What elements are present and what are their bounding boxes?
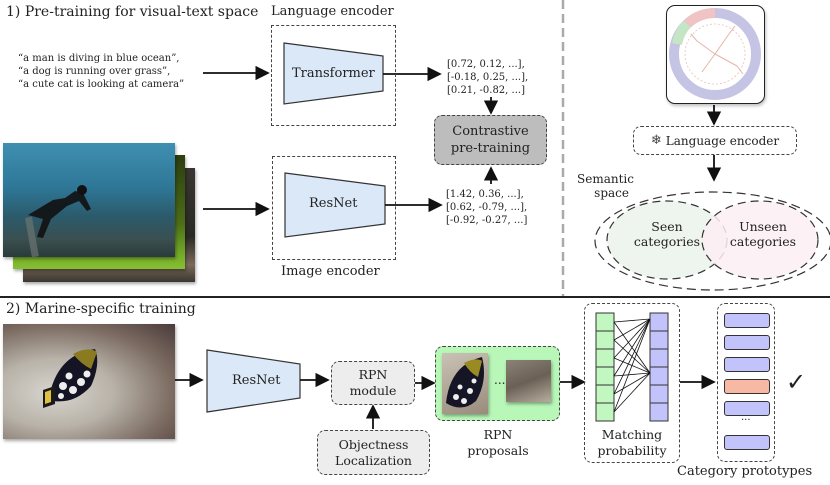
embedding-row: [0.21, -0.82, ...] (447, 85, 525, 96)
seen-label-line: categories (633, 234, 701, 249)
triggerfish-icon (43, 349, 98, 408)
prototype-matched (724, 379, 770, 394)
prototype-item (724, 313, 770, 328)
caption-item: “a cute cat is looking at camera” (18, 79, 185, 90)
rpn-proposals-label-line: RPN (483, 427, 513, 442)
rpn-proposals-label-line: proposals (467, 443, 529, 458)
frozen-encoder-label: Language encoder (665, 133, 780, 148)
semantic-space-label-line: space (594, 186, 629, 200)
rpn-proposals-box: ... (435, 346, 560, 421)
seen-categories-label: Seen categories (624, 219, 710, 249)
image-embeddings: [1.42, 0.36, ...], [0.62, -0.79, ...], [… (446, 188, 527, 227)
contrastive-pretraining-box: Contrastive pre-training (434, 115, 547, 165)
contrastive-label-line: pre-training (450, 141, 531, 156)
section2-title: 2) Marine-specific training (6, 301, 196, 317)
proposal-crop-reef (506, 360, 551, 402)
phylogenetic-tree-icon (669, 7, 761, 100)
checkmark-icon: ✓ (786, 368, 807, 396)
text-embeddings: [0.72, 0.12, ...], [-0.18, 0.25, ...], [… (447, 58, 528, 97)
prototype-item (724, 435, 770, 450)
seen-label-line: Seen (651, 219, 683, 234)
objectness-label-line: Objectness (338, 436, 409, 452)
rpn-module-label-line: module (349, 383, 397, 398)
transformer-label: Transformer (292, 66, 375, 81)
phylogenetic-tree-card (666, 5, 765, 104)
frozen-language-encoder-box: ❄ Language encoder (633, 126, 797, 155)
unseen-categories-label: Unseen categories (720, 219, 806, 249)
diver-image (3, 143, 175, 257)
objectness-localization-box: Objectness Localization (317, 430, 430, 475)
language-encoder-title: Language encoder (271, 4, 394, 19)
embedding-row: [-0.92, -0.27, ...] (446, 215, 528, 226)
unseen-label-line: categories (729, 234, 797, 249)
prototype-item (724, 401, 770, 416)
embedding-row: [-0.18, 0.25, ...], (447, 72, 529, 83)
semantic-space-label-line: Semantic (577, 172, 634, 186)
unseen-label-line: Unseen (739, 219, 787, 234)
embedding-row: [1.42, 0.36, ...], (446, 189, 524, 200)
caption-item: “a dog is running over grass”, (18, 66, 171, 77)
rpn-module-label-line: RPN (358, 367, 388, 382)
matching-label-line: Matching (601, 427, 663, 442)
triggerfish-crop-icon (446, 357, 484, 408)
section1-title: 1) Pre-training for visual-text space (6, 4, 259, 20)
snowflake-icon: ❄ (650, 133, 662, 148)
matching-probability-label: Matching probability (584, 427, 680, 459)
semantic-space-label: Semantic space (577, 172, 634, 200)
triggerfish-image (3, 324, 175, 439)
objectness-label-line: Localization (335, 452, 412, 468)
image-encoder-box (272, 156, 396, 260)
proposal-ellipsis: ... (494, 373, 506, 387)
rpn-proposals-label: RPN proposals (465, 427, 531, 459)
prototype-ellipsis: ... (741, 412, 751, 423)
embedding-row: [0.72, 0.12, ...], (447, 59, 525, 70)
proposal-crop-fish (442, 353, 488, 414)
resnet-label-marine: ResNet (232, 373, 281, 388)
matching-label-line: probability (597, 443, 667, 458)
diver-silhouette-icon (25, 185, 91, 257)
category-prototypes-label: Category prototypes (677, 464, 813, 479)
prototype-item (724, 357, 770, 372)
matching-probability-box (584, 303, 680, 463)
caption-item: “a man is diving in blue ocean”, (18, 53, 180, 64)
caption-list: “a man is diving in blue ocean”, “a dog … (18, 52, 184, 91)
prototype-item (724, 335, 770, 350)
language-encoder-box (271, 25, 396, 126)
resnet-label-pretrain: ResNet (309, 196, 358, 211)
category-prototypes-box (717, 303, 775, 462)
image-encoder-title: Image encoder (281, 264, 380, 279)
contrastive-label-line: Contrastive (452, 124, 529, 139)
rpn-module-box: RPN module (331, 361, 415, 405)
embedding-row: [0.62, -0.79, ...], (446, 202, 528, 213)
